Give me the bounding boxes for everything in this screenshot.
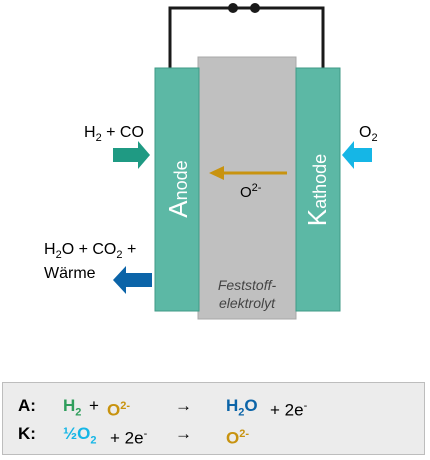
electrolyte-label: Feststoff- elektrolyt bbox=[200, 276, 294, 312]
ion-arrow-head bbox=[209, 166, 224, 180]
cathode-eq-arrow: → bbox=[175, 424, 192, 443]
output-arrow bbox=[113, 266, 152, 294]
cathode-label: Kathode bbox=[302, 153, 332, 227]
cathode-eq-prefix: K: bbox=[18, 424, 36, 443]
anode-eq-product2: + 2e- bbox=[270, 400, 308, 420]
fuel-cell-graphic bbox=[113, 3, 372, 320]
electrolyte-label-line2: elektrolyt bbox=[218, 295, 276, 311]
equations-panel: A: H2 + O2- → H2O + 2e- K: ½O2 + 2e- → O… bbox=[2, 382, 425, 455]
cathode-eq-reactant1: ½O2 bbox=[63, 424, 97, 447]
electrolyte-block bbox=[197, 56, 297, 320]
fuel-cell-diagram: Anode Kathode O2- Feststoff- elektrolyt … bbox=[44, 3, 378, 320]
output-label-line2: Wärme bbox=[44, 265, 96, 282]
terminal-left bbox=[228, 3, 238, 13]
output-label-line1: H2O + CO2 + bbox=[44, 241, 137, 262]
anode-eq-plus: + bbox=[89, 396, 99, 415]
anode-eq-reactant2: O2- bbox=[107, 400, 131, 420]
terminal-right bbox=[250, 3, 260, 13]
cathode-eq-reactant2: + 2e- bbox=[110, 428, 148, 448]
ion-label: O2- bbox=[240, 182, 262, 201]
anode-eq-prefix: A: bbox=[18, 396, 36, 415]
anode-input-label: H2 + CO bbox=[84, 124, 144, 145]
anode-eq-arrow: → bbox=[175, 396, 192, 415]
cathode-eq-product1: O2- bbox=[226, 428, 250, 448]
cathode-input-label: O2 bbox=[359, 124, 378, 145]
anode-eq-product1: H2O bbox=[226, 396, 258, 419]
circuit-wire bbox=[168, 6, 325, 68]
cathode-input-arrow bbox=[342, 141, 372, 169]
electrolyte-label-line1: Feststoff- bbox=[217, 277, 277, 293]
anode-label: Anode bbox=[163, 160, 193, 218]
anode-input-arrow bbox=[113, 141, 150, 169]
cathode-block bbox=[295, 67, 341, 312]
anode-block bbox=[154, 67, 200, 312]
anode-eq-reactant1: H2 bbox=[63, 396, 82, 419]
